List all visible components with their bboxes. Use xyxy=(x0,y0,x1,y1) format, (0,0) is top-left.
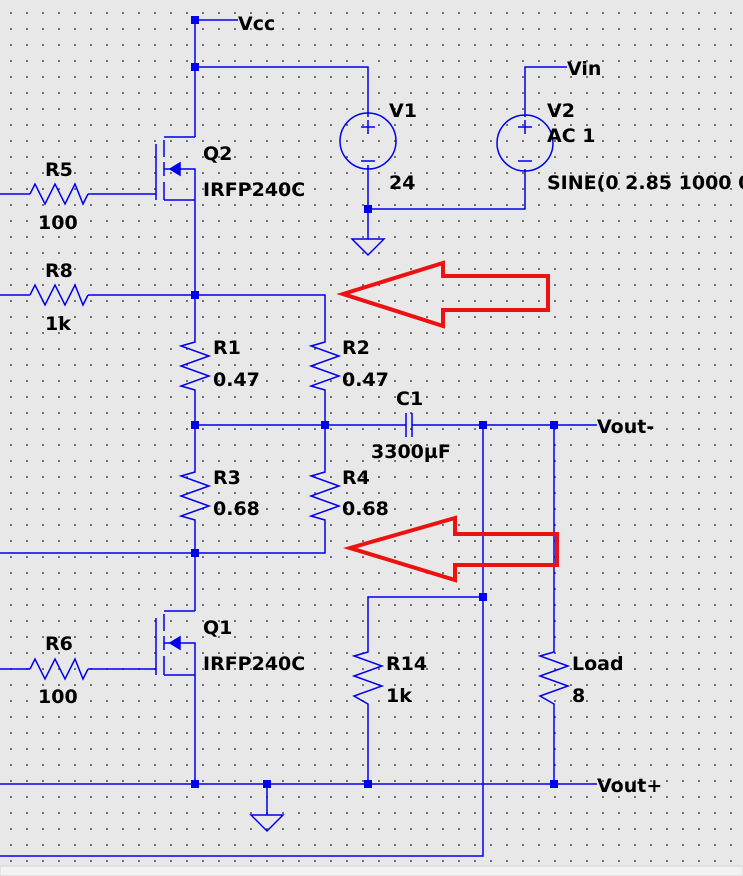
v2-ac: AC 1 xyxy=(547,125,595,147)
r6-name: R6 xyxy=(45,633,73,655)
c1-value: 3300µF xyxy=(371,441,451,463)
bottom-edge-strip xyxy=(0,865,743,876)
resistor-r1[interactable] xyxy=(178,330,212,395)
v2-name: V2 xyxy=(547,100,575,122)
r5-name: R5 xyxy=(45,159,73,181)
annotation-arrow-lower xyxy=(342,515,559,583)
net-label-vout-minus: Vout- xyxy=(597,416,654,438)
resistor-r5[interactable] xyxy=(29,182,89,206)
resistor-r6[interactable] xyxy=(29,657,89,681)
ground-symbol-v1 xyxy=(350,238,386,257)
mosfet-q2[interactable] xyxy=(155,136,196,201)
r4-value: 0.68 xyxy=(342,498,389,520)
r1-name: R1 xyxy=(213,337,241,359)
wires xyxy=(0,19,597,857)
v1-value: 24 xyxy=(389,172,415,194)
v2-value: SINE(0 2.85 1000 0 xyxy=(547,172,743,194)
resistor-r4[interactable] xyxy=(308,460,342,525)
r8-name: R8 xyxy=(45,260,73,282)
net-label-vcc: Vcc xyxy=(238,13,275,35)
resistor-r14[interactable] xyxy=(351,648,385,712)
mosfet-q1[interactable] xyxy=(155,610,196,676)
r1-value: 0.47 xyxy=(213,369,260,391)
resistor-load[interactable] xyxy=(537,648,571,712)
q2-name: Q2 xyxy=(203,143,232,165)
q2-model: IRFP240C xyxy=(203,179,305,201)
junctions xyxy=(191,16,558,788)
r14-value: 1k xyxy=(386,685,412,707)
resistor-r2[interactable] xyxy=(308,330,342,395)
r14-name: R14 xyxy=(386,653,427,675)
resistor-r8[interactable] xyxy=(29,283,89,307)
voltage-source-v2[interactable] xyxy=(496,114,554,172)
q1-model: IRFP240C xyxy=(203,653,305,675)
r2-name: R2 xyxy=(342,337,370,359)
net-label-vout-plus: Vout+ xyxy=(597,775,662,797)
r4-name: R4 xyxy=(342,467,370,489)
r5-value: 100 xyxy=(38,212,78,234)
r3-name: R3 xyxy=(213,467,241,489)
r6-value: 100 xyxy=(38,686,78,708)
r8-value: 1k xyxy=(45,313,71,335)
capacitor-c1[interactable] xyxy=(405,413,413,437)
voltage-source-v1[interactable] xyxy=(339,112,397,170)
load-name: Load xyxy=(572,653,624,675)
annotation-arrow-upper xyxy=(336,260,550,329)
v1-name: V1 xyxy=(389,100,417,122)
r3-value: 0.68 xyxy=(213,498,260,520)
ground-symbol-main xyxy=(249,814,285,833)
c1-name: C1 xyxy=(396,388,423,410)
load-value: 8 xyxy=(572,685,585,707)
r2-value: 0.47 xyxy=(342,369,389,391)
net-label-vin: Vin xyxy=(567,58,601,80)
resistor-r3[interactable] xyxy=(178,460,212,525)
q1-name: Q1 xyxy=(203,617,232,639)
